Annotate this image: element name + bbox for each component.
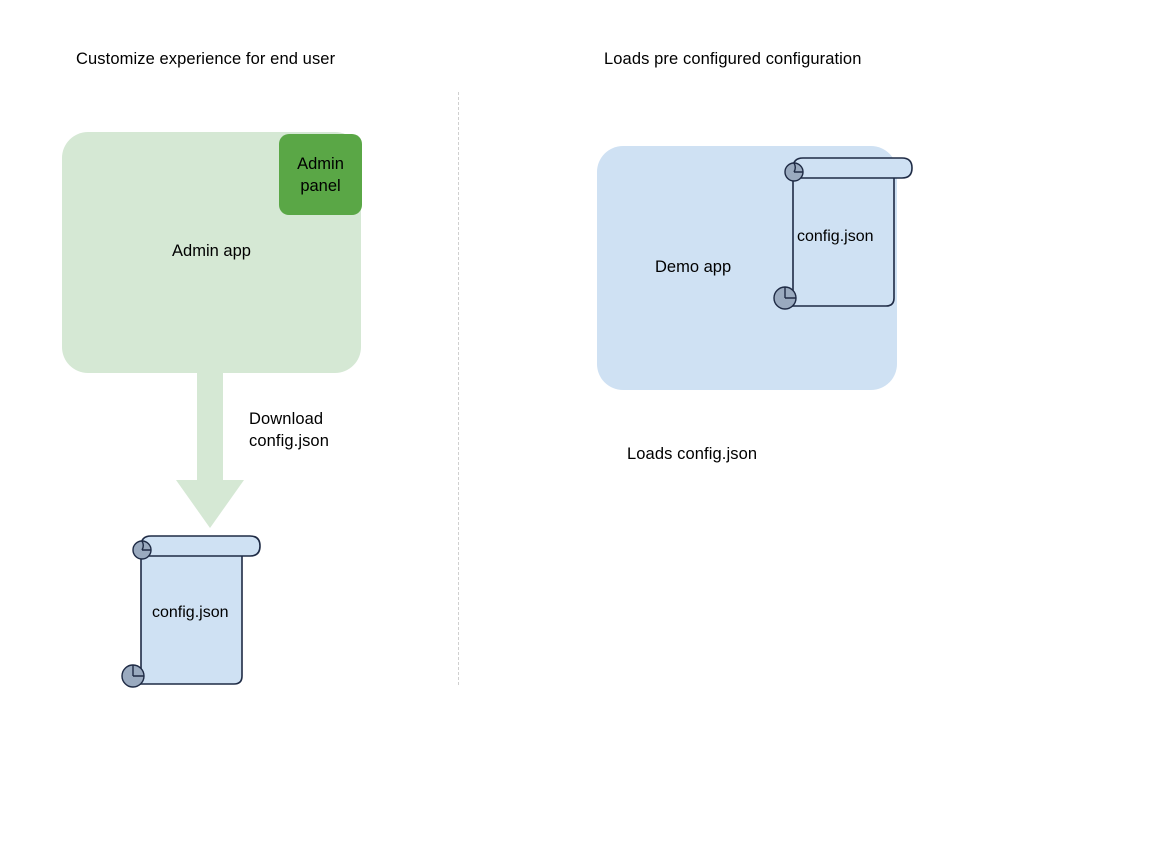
left-column-title: Customize experience for end user bbox=[76, 50, 336, 68]
demo-app-label: Demo app bbox=[655, 258, 732, 276]
admin-panel-label: Admin panel bbox=[297, 153, 344, 197]
config-json-document-right[interactable] bbox=[772, 150, 922, 315]
config-json-label-right: config.json bbox=[797, 228, 874, 245]
download-arrow-label-line1: Download bbox=[249, 410, 324, 428]
loads-config-caption: Loads config.json bbox=[627, 445, 758, 463]
admin-panel-box[interactable]: Admin panel bbox=[279, 134, 362, 215]
admin-panel-label-line1: Admin bbox=[297, 154, 344, 173]
download-arrow-label-line2: config.json bbox=[249, 432, 329, 450]
download-arrow-label: Download config.json bbox=[249, 408, 329, 452]
right-column-title: Loads pre configured configuration bbox=[604, 50, 862, 68]
download-arrow-icon bbox=[176, 370, 244, 528]
admin-app-box[interactable]: Admin app Admin panel bbox=[62, 132, 362, 373]
admin-panel-label-line2: panel bbox=[300, 176, 341, 195]
config-json-document-left[interactable] bbox=[120, 528, 270, 693]
column-divider bbox=[458, 92, 459, 685]
config-json-label-left: config.json bbox=[152, 604, 229, 621]
admin-app-label: Admin app bbox=[172, 242, 251, 260]
